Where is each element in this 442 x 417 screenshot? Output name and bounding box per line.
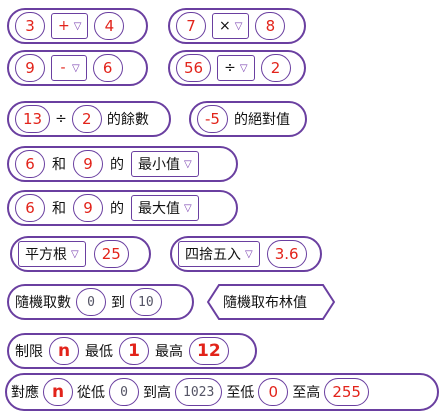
operator-dropdown[interactable]: + ▽ <box>51 13 89 39</box>
hexagon-shape <box>207 284 335 320</box>
function-dropdown[interactable]: 最大值 ▽ <box>131 195 199 221</box>
and-label: 和 <box>52 201 66 217</box>
absolute-value-block[interactable]: -5 的絕對值 <box>189 101 307 137</box>
subtract-operand-b[interactable]: 6 <box>92 54 123 82</box>
random-boolean-label: 隨機取布林值 <box>223 295 307 311</box>
maximum-operand-a[interactable]: 6 <box>15 194 45 222</box>
divide-block[interactable]: 56 ÷ ▽ 2 <box>168 50 306 86</box>
minimum-operand-a[interactable]: 6 <box>15 150 45 178</box>
from-low-label: 從低 <box>77 385 105 401</box>
square-root-block[interactable]: 平方根 ▽ 25 <box>10 236 151 272</box>
chevron-down-icon: ▽ <box>245 248 253 260</box>
random-number-block[interactable]: 隨機取數 0 到 10 <box>7 284 194 320</box>
chevron-down-icon: ▽ <box>234 20 243 32</box>
function-dropdown[interactable]: 平方根 ▽ <box>18 241 86 267</box>
constrain-high-input[interactable]: 12 <box>189 337 229 365</box>
function-value: 最大值 <box>138 201 180 217</box>
operator-value: + <box>58 18 70 34</box>
subtract-block[interactable]: 9 - ▽ 6 <box>7 50 148 86</box>
add-block[interactable]: 3 + ▽ 4 <box>7 8 148 44</box>
function-value: 平方根 <box>25 247 67 263</box>
multiply-operand-b[interactable]: 8 <box>255 12 286 40</box>
random-label: 隨機取數 <box>15 295 71 311</box>
function-dropdown[interactable]: 四捨五入 ▽ <box>178 241 260 267</box>
modulo-block[interactable]: 13 ÷ 2 的餘數 <box>7 101 171 137</box>
of-label: 的 <box>110 201 124 217</box>
subtract-operand-a[interactable]: 9 <box>15 54 45 82</box>
modulo-operand-b[interactable]: 2 <box>71 105 102 133</box>
from-high-label: 到高 <box>143 385 171 401</box>
divide-operand-b[interactable]: 2 <box>260 54 291 82</box>
add-operand-b[interactable]: 4 <box>94 12 125 40</box>
absolute-label: 的絕對值 <box>233 112 290 128</box>
to-low-label: 至低 <box>226 385 255 401</box>
map-to-low-input[interactable]: 0 <box>258 378 289 406</box>
map-block[interactable]: 對應 n 從低 0 到高 1023 至低 0 至高 255 <box>5 373 439 411</box>
constrain-block[interactable]: 制限 n 最低 1 最高 12 <box>7 333 257 369</box>
operator-value: ÷ <box>224 60 236 76</box>
low-label: 最低 <box>85 344 113 360</box>
multiply-block[interactable]: 7 × ▽ 8 <box>168 8 306 44</box>
high-label: 最高 <box>155 344 183 360</box>
chevron-down-icon: ▽ <box>184 158 192 170</box>
maximum-block[interactable]: 6 和 9 的 最大值 ▽ <box>7 190 238 226</box>
modulo-label: 的餘數 <box>106 112 149 128</box>
chevron-down-icon: ▽ <box>73 20 82 32</box>
square-root-operand[interactable]: 25 <box>93 240 129 268</box>
operator-value: - <box>60 60 66 76</box>
and-label: 和 <box>52 157 66 173</box>
divide-sign: ÷ <box>55 111 67 127</box>
map-value-input[interactable]: n <box>43 378 73 406</box>
function-value: 最小值 <box>138 157 180 173</box>
to-label: 到 <box>111 295 125 311</box>
divide-operand-a[interactable]: 56 <box>176 54 212 82</box>
map-from-low-input[interactable]: 0 <box>109 378 139 406</box>
random-from-input[interactable]: 0 <box>76 288 106 316</box>
random-boolean-block[interactable]: 隨機取布林值 <box>207 284 335 320</box>
of-label: 的 <box>110 157 124 173</box>
constrain-label: 制限 <box>15 344 43 360</box>
chevron-down-icon: ▽ <box>71 248 79 260</box>
chevron-down-icon: ▽ <box>184 202 192 214</box>
round-operand[interactable]: 3.6 <box>266 240 307 268</box>
map-from-high-input[interactable]: 1023 <box>175 378 223 406</box>
map-to-high-input[interactable]: 255 <box>324 378 369 406</box>
operator-dropdown[interactable]: × ▽ <box>212 13 250 39</box>
function-dropdown[interactable]: 最小值 ▽ <box>131 151 199 177</box>
add-operand-a[interactable]: 3 <box>15 12 45 40</box>
random-to-input[interactable]: 10 <box>130 288 162 316</box>
map-label: 對應 <box>11 385 39 401</box>
absolute-operand[interactable]: -5 <box>197 105 228 133</box>
minimum-block[interactable]: 6 和 9 的 最小值 ▽ <box>7 146 238 182</box>
constrain-low-input[interactable]: 1 <box>119 337 149 365</box>
chevron-down-icon: ▽ <box>239 62 248 74</box>
maximum-operand-b[interactable]: 9 <box>73 194 103 222</box>
round-block[interactable]: 四捨五入 ▽ 3.6 <box>170 236 322 272</box>
to-high-label: 至高 <box>292 385 321 401</box>
function-value: 四捨五入 <box>185 247 241 263</box>
constrain-value-input[interactable]: n <box>49 337 79 365</box>
operator-dropdown[interactable]: - ▽ <box>51 55 87 81</box>
chevron-down-icon: ▽ <box>72 62 80 74</box>
operator-dropdown[interactable]: ÷ ▽ <box>217 55 255 81</box>
multiply-operand-a[interactable]: 7 <box>176 12 206 40</box>
minimum-operand-b[interactable]: 9 <box>73 150 103 178</box>
operator-value: × <box>219 18 231 34</box>
modulo-operand-a[interactable]: 13 <box>15 105 51 133</box>
